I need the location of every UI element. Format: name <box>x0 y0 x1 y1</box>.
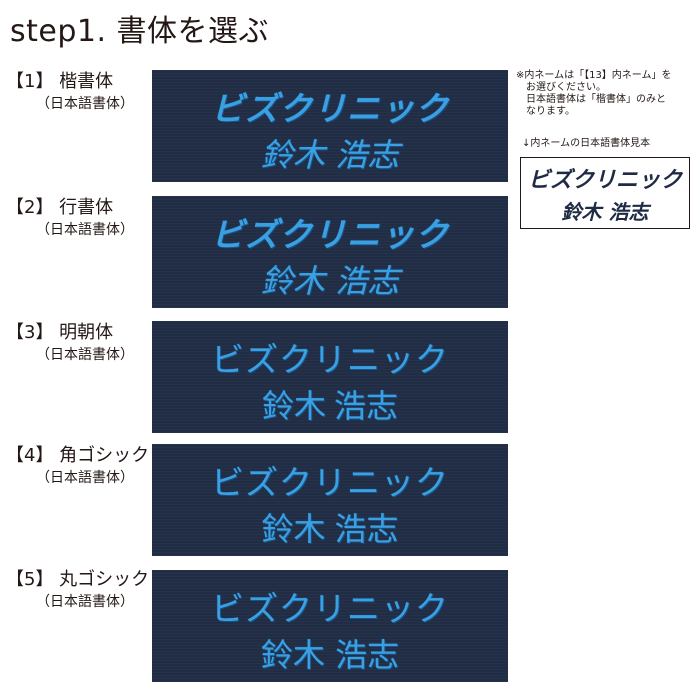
font-category: （日本語書体） <box>36 594 134 610</box>
font-option-label-5: 【5】 丸ゴシック （日本語書体） <box>6 568 151 612</box>
font-category: （日本語書体） <box>36 222 134 238</box>
font-name: 【2】 行書体 <box>6 197 114 218</box>
font-sample-panel-1: ビズクリニック 鈴木 浩志 <box>152 70 508 182</box>
inner-name-sample-box: ビズクリニック 鈴木 浩志 <box>520 157 690 229</box>
inner-sample-company-text: ビズクリニック <box>527 167 682 193</box>
font-sample-panel-3: ビズクリニック 鈴木 浩志 <box>152 321 508 433</box>
inner-sample-name-text: 鈴木 浩志 <box>561 200 649 224</box>
sample-company-text: ビズクリニック <box>211 215 449 254</box>
font-option-label-2: 【2】 行書体 （日本語書体） <box>6 196 151 240</box>
font-sample-panel-4: ビズクリニック 鈴木 浩志 <box>152 444 508 556</box>
sample-name-text: 鈴木 浩志 <box>260 636 400 674</box>
font-name: 【4】 角ゴシック <box>6 445 150 466</box>
font-category: （日本語書体） <box>36 470 134 486</box>
font-sample-panel-5: ビズクリニック 鈴木 浩志 <box>152 570 508 682</box>
sample-company-text: ビズクリニック <box>211 589 449 628</box>
sample-name-text: 鈴木 浩志 <box>261 511 399 547</box>
note-line: ※内ネームは「【13】内ネーム」を <box>516 70 672 81</box>
note-line: なります。 <box>526 106 575 117</box>
font-name: 【1】 楷書体 <box>6 71 114 92</box>
font-option-label-1: 【1】 楷書体 （日本語書体） <box>6 70 151 114</box>
sample-name-text: 鈴木 浩志 <box>261 388 398 424</box>
font-category: （日本語書体） <box>36 347 134 363</box>
font-option-label-4: 【4】 角ゴシック （日本語書体） <box>6 444 151 488</box>
inner-name-note: ※内ネームは「【13】内ネーム」を お選びください。 日本語書体は「楷書体」のみ… <box>516 70 698 118</box>
sample-name-text: 鈴木 浩志 <box>260 262 400 300</box>
page-title: step1. 書体を選ぶ <box>10 14 270 49</box>
font-name: 【5】 丸ゴシック <box>6 569 150 590</box>
sample-caption: ↓内ネームの日本語書体見本 <box>522 138 651 149</box>
sample-name-text: 鈴木 浩志 <box>260 136 400 174</box>
font-category: （日本語書体） <box>36 96 134 112</box>
sample-company-text: ビズクリニック <box>211 464 449 501</box>
font-sample-panel-2: ビズクリニック 鈴木 浩志 <box>152 196 508 308</box>
font-name: 【3】 明朝体 <box>6 322 114 343</box>
font-option-label-3: 【3】 明朝体 （日本語書体） <box>6 321 151 365</box>
sample-company-text: ビズクリニック <box>211 343 449 379</box>
sample-company-text: ビズクリニック <box>211 89 449 128</box>
note-line: お選びください。 <box>526 82 606 93</box>
note-line: 日本語書体は「楷書体」のみと <box>526 94 666 105</box>
